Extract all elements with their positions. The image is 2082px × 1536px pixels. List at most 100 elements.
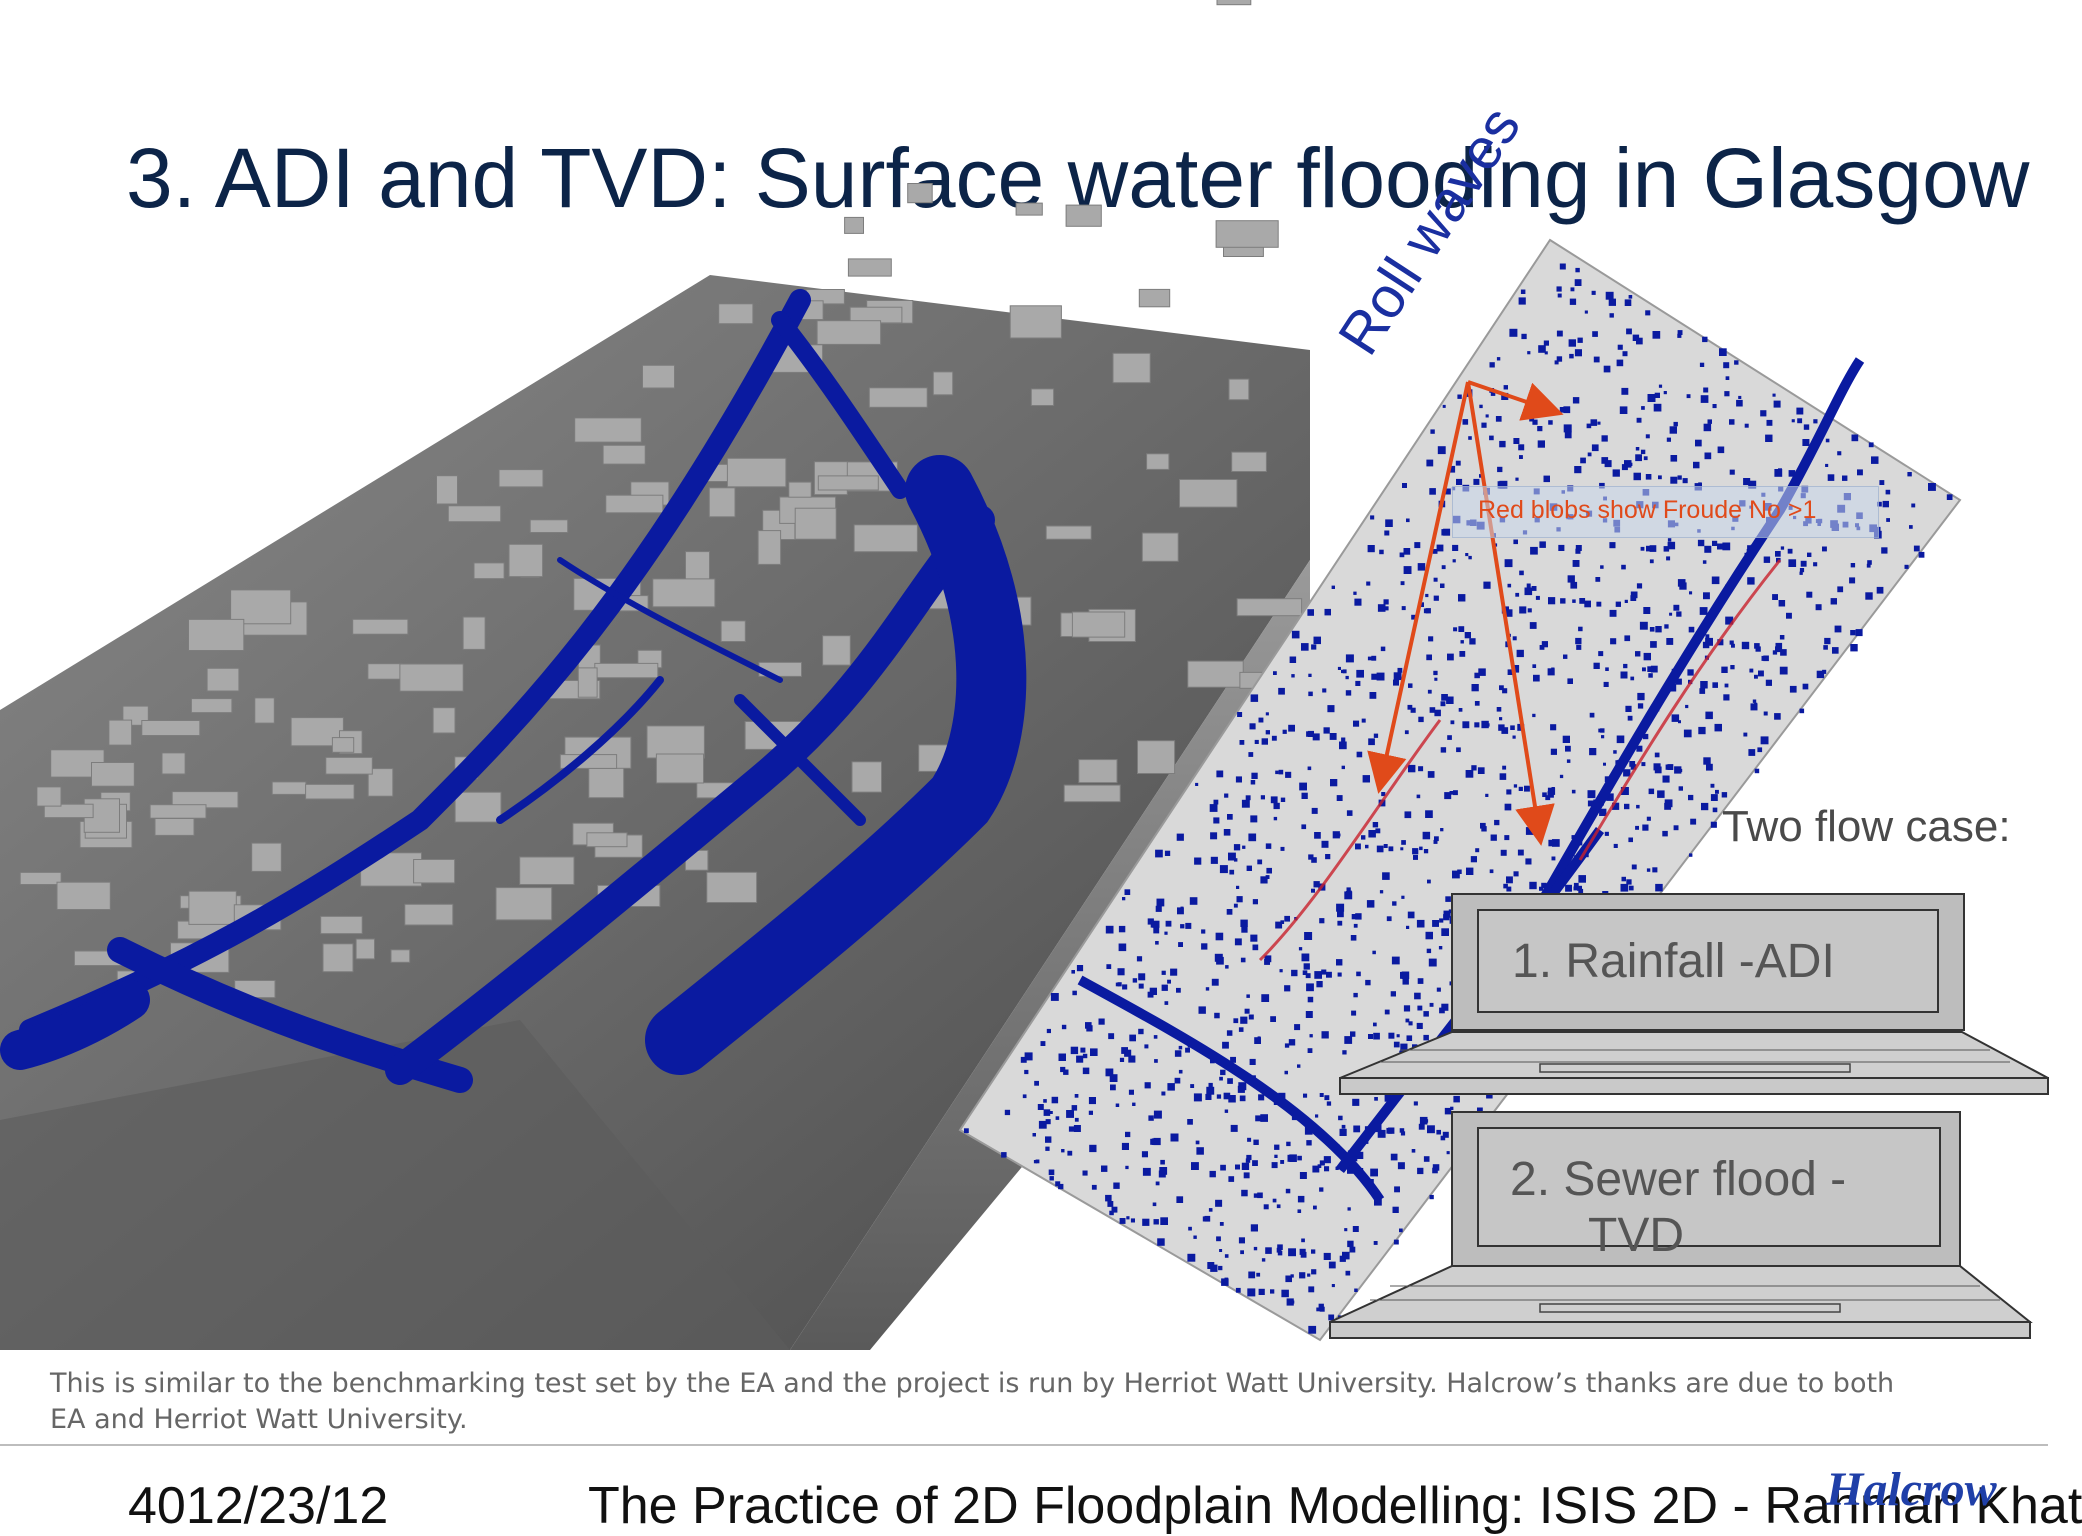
flood-dot: [1193, 1093, 1202, 1102]
flood-dot: [1400, 971, 1407, 979]
building: [720, 620, 746, 642]
flood-dot: [1609, 542, 1616, 549]
flood-dot: [1118, 925, 1126, 933]
flood-dot: [1698, 482, 1702, 486]
flood-dot: [1574, 466, 1582, 474]
flood-dot: [1507, 669, 1514, 675]
flood-dot: [1404, 730, 1409, 735]
flood-dot: [1501, 727, 1509, 734]
flood-dot: [1312, 1165, 1320, 1173]
flood-dot: [1319, 918, 1325, 924]
flood-dot: [1473, 478, 1480, 485]
flood-dot: [1524, 587, 1533, 596]
flood-dot: [1022, 1094, 1027, 1099]
flood-dot: [1446, 1151, 1450, 1155]
flood-dot: [1423, 1011, 1429, 1017]
flood-dot: [1572, 397, 1580, 404]
flood-dot: [1397, 1162, 1405, 1170]
flood-dot: [1433, 839, 1438, 844]
flood-dot: [1667, 538, 1672, 542]
flood-dot: [1624, 803, 1630, 810]
flood-dot: [1427, 771, 1435, 778]
flood-dot: [1603, 365, 1611, 373]
flood-dot: [1049, 1111, 1053, 1114]
flood-dot: [1312, 733, 1320, 741]
flood-dot: [1287, 1154, 1295, 1162]
flood-dot: [1240, 1016, 1248, 1024]
flood-dot: [1368, 1034, 1373, 1039]
flood-dot: [1575, 548, 1581, 554]
flood-dot: [1342, 1050, 1347, 1055]
flood-dot: [1444, 1107, 1452, 1115]
flood-dot: [1309, 1034, 1313, 1038]
flood-dot: [1153, 1035, 1158, 1039]
flood-dot: [1481, 422, 1487, 428]
building: [498, 469, 544, 488]
flood-dot: [1341, 765, 1345, 770]
flood-dot: [1365, 844, 1369, 849]
flood-dot: [1342, 669, 1347, 674]
flood-dot: [1592, 331, 1598, 337]
flood-dot: [1082, 1067, 1090, 1075]
building: [320, 915, 363, 935]
flood-dot: [1242, 845, 1246, 849]
building: [907, 183, 933, 204]
flood-dot: [1636, 804, 1640, 809]
flood-dot: [1210, 856, 1218, 864]
flood-dot: [1506, 876, 1513, 884]
flood-dot: [1219, 865, 1228, 874]
flood-dot: [1550, 748, 1557, 755]
flood-dot: [1663, 546, 1670, 552]
flood-dot: [1471, 765, 1477, 771]
flood-dot: [1305, 1011, 1313, 1018]
building: [1216, 0, 1252, 6]
flood-dot: [1600, 728, 1605, 733]
flood-dot: [1478, 668, 1486, 676]
flood-dot: [1867, 560, 1872, 565]
flood-dot: [1302, 970, 1308, 975]
flood-dot: [1260, 795, 1265, 800]
flood-dot: [1471, 684, 1479, 692]
flood-dot: [1418, 1123, 1425, 1130]
flood-dot: [1456, 747, 1461, 753]
flood-dot: [1416, 919, 1425, 928]
flood-dot: [1411, 614, 1416, 620]
flood-dot: [1091, 1184, 1097, 1190]
flood-dot: [1045, 1136, 1052, 1143]
flood-dot: [1598, 728, 1603, 733]
flood-dot: [1706, 763, 1713, 771]
flood-dot: [1353, 1125, 1361, 1133]
flood-dot: [1393, 679, 1399, 686]
building: [447, 505, 502, 523]
flood-dot: [1281, 1289, 1289, 1298]
flood-dot: [1170, 968, 1178, 976]
building: [1179, 479, 1238, 508]
flood-dot: [1155, 849, 1163, 858]
flood-dot: [1630, 591, 1638, 599]
flood-dot: [1245, 1158, 1251, 1163]
flood-dot: [1613, 843, 1618, 848]
flood-dot: [1291, 1300, 1295, 1304]
flood-dot: [1595, 577, 1601, 582]
flood-dot: [1676, 611, 1682, 617]
flood-dot: [1423, 849, 1429, 854]
flood-dot: [1636, 583, 1643, 589]
flood-dot: [1635, 447, 1640, 451]
flood-dot: [1141, 1151, 1148, 1158]
flood-dot: [1370, 515, 1375, 520]
flood-dot: [1240, 957, 1246, 963]
flood-dot: [1457, 869, 1462, 874]
flood-dot: [1695, 439, 1702, 447]
flood-dot: [1774, 469, 1783, 477]
flood-dot: [1729, 419, 1735, 425]
flood-dot: [1307, 766, 1312, 771]
flood-dot: [1489, 362, 1495, 368]
flood-dot: [1635, 825, 1639, 830]
flood-dot: [1578, 626, 1583, 632]
flood-dot: [1347, 1167, 1354, 1174]
flood-dot: [1559, 263, 1566, 270]
flood-dot: [1703, 757, 1711, 765]
flood-dot: [1148, 1115, 1154, 1121]
flood-dot: [1458, 708, 1463, 712]
flood-dot: [1319, 1306, 1325, 1312]
